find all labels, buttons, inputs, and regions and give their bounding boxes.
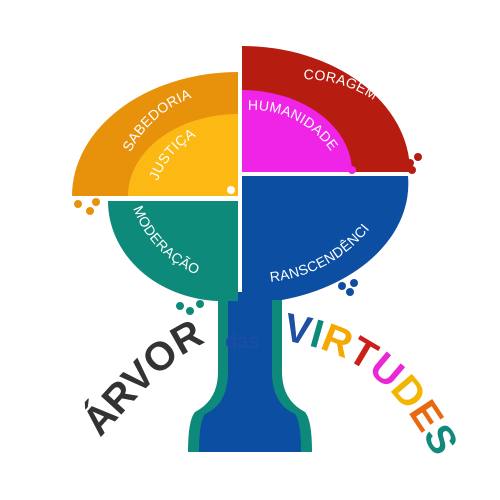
trunk-fill (199, 292, 301, 452)
title-das: das (225, 330, 259, 353)
segment-transcendencia (242, 176, 409, 300)
segment-moderacao (107, 201, 238, 301)
segment-humanidade (242, 90, 352, 172)
decorative-dots (74, 153, 422, 315)
segment-justica (128, 114, 238, 196)
tree-trunk (188, 292, 312, 452)
